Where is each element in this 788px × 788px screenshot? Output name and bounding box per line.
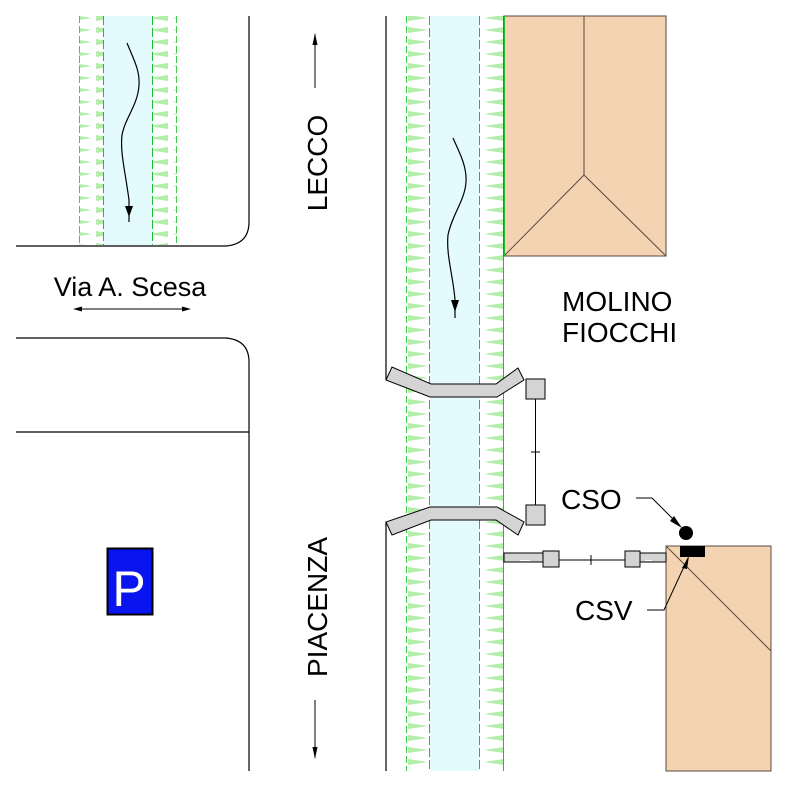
bridge-pier-south (525, 504, 546, 526)
road-edges (16, 16, 387, 771)
csv-label: CSV (575, 595, 633, 626)
street-direction-arrow-icon (73, 306, 191, 312)
parking-sign-icon: P (106, 547, 154, 617)
building-label-line1: MOLINO (562, 286, 672, 317)
cso-leader (636, 497, 682, 528)
cso-label: CSO (561, 484, 622, 515)
csv-marker-icon (680, 546, 705, 557)
direction-south: PIACENZA (302, 537, 333, 759)
building-north (503, 15, 667, 257)
cso-marker-icon (679, 526, 693, 540)
curb-southwest (16, 337, 250, 771)
curb-northwest (16, 16, 250, 247)
direction-north: LECCO (302, 33, 333, 211)
pipe-horizontal (503, 550, 667, 568)
csv-leader (647, 556, 689, 611)
canal-west-bank-left (79, 16, 103, 245)
flow-direction-arrow-icon (120, 42, 140, 222)
flow-arrowhead-icon (451, 300, 459, 312)
direction-lecco-label: LECCO (302, 115, 333, 211)
flow-arrowhead-icon (125, 206, 133, 217)
building-south (665, 545, 772, 772)
bridge-north (385, 366, 546, 400)
parking-sign-letter: P (112, 561, 145, 617)
pipe-connection-vertical (531, 399, 540, 505)
canal-west-bank-right (153, 16, 177, 245)
bridge-south (385, 504, 546, 536)
canal-west (79, 16, 177, 245)
bridge-pier-north (525, 378, 546, 400)
direction-piacenza-label: PIACENZA (302, 537, 333, 677)
building-label-line2: FIOCCHI (562, 317, 677, 348)
flow-direction-arrow-icon (447, 137, 467, 318)
street-label: Via A. Scesa (54, 272, 208, 302)
